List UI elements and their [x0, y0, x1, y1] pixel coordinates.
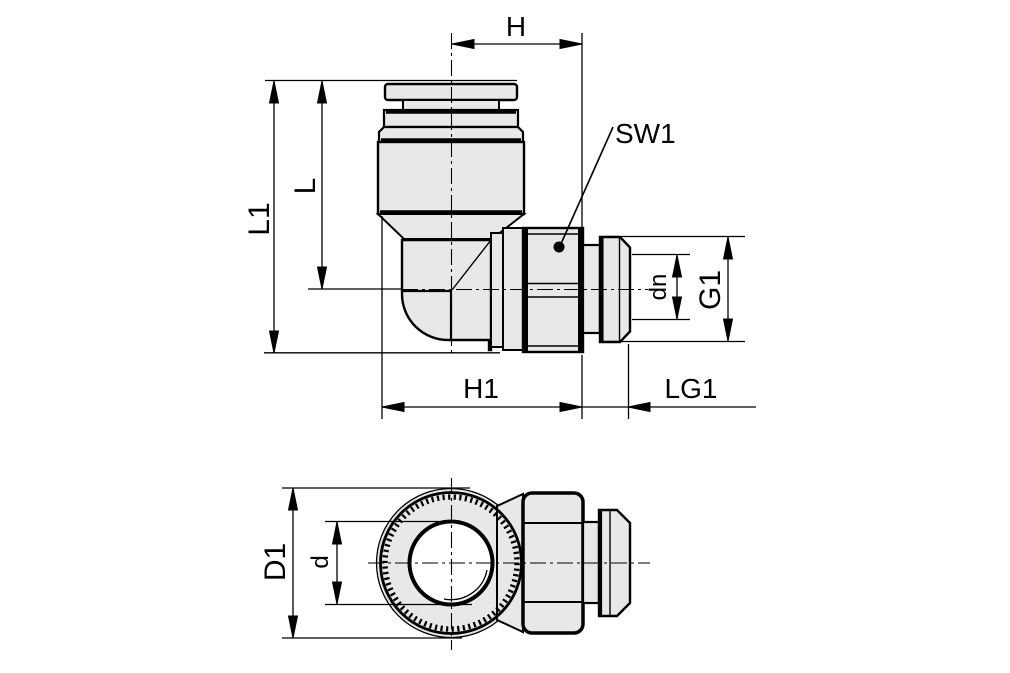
dimension-G1: G1: [604, 235, 745, 343]
arrow-down: [671, 296, 683, 320]
axial-view: [368, 478, 650, 650]
axial-view-dimensions: D1 d: [259, 487, 472, 639]
callout-SW1: SW1: [553, 118, 676, 253]
arrow-up: [287, 487, 299, 511]
bore-chamfer-arc: [443, 569, 488, 601]
arrow-up: [331, 521, 343, 545]
arrow-right: [559, 38, 583, 50]
arrow-down: [331, 581, 343, 605]
dimension-d: d: [307, 520, 472, 606]
leader-dot: [553, 241, 565, 253]
arrow-up: [671, 254, 683, 278]
side-view-dimensions: H L1 L SW1 dn: [243, 11, 756, 419]
dim-label-H1: H1: [463, 373, 499, 404]
dim-label-SW1: SW1: [615, 118, 676, 149]
dimension-D1: D1: [259, 487, 470, 639]
arrow-up: [316, 80, 328, 104]
dimension-L1: L1: [243, 80, 280, 354]
arrow-down: [287, 615, 299, 639]
dim-label-L1: L1: [243, 202, 276, 235]
arrow-up: [268, 80, 280, 104]
dimension-H1: H1: [381, 216, 756, 419]
arrow-left: [381, 401, 405, 413]
arrow-up: [722, 236, 734, 260]
dim-label-d: d: [307, 555, 334, 568]
dimension-LG1: LG1: [627, 344, 718, 419]
arrow-left: [627, 401, 651, 413]
dimension-L: L: [289, 80, 402, 290]
dim-label-G1: G1: [694, 270, 727, 310]
dim-label-L: L: [289, 178, 322, 195]
arrow-down: [722, 318, 734, 342]
side-elevation-view: [375, 33, 648, 355]
leader-line: [559, 126, 614, 247]
arrow-down: [268, 330, 280, 354]
dim-label-D1: D1: [259, 543, 292, 581]
dim-label-H: H: [506, 11, 526, 42]
dim-label-LG1: LG1: [665, 373, 718, 404]
arrow-left: [451, 38, 475, 50]
dim-label-dn: dn: [645, 274, 672, 301]
arrow-right: [559, 401, 583, 413]
arrow-down: [316, 266, 328, 290]
corner-chamfer-edge: [451, 239, 492, 291]
dimension-dn: dn: [632, 253, 690, 321]
